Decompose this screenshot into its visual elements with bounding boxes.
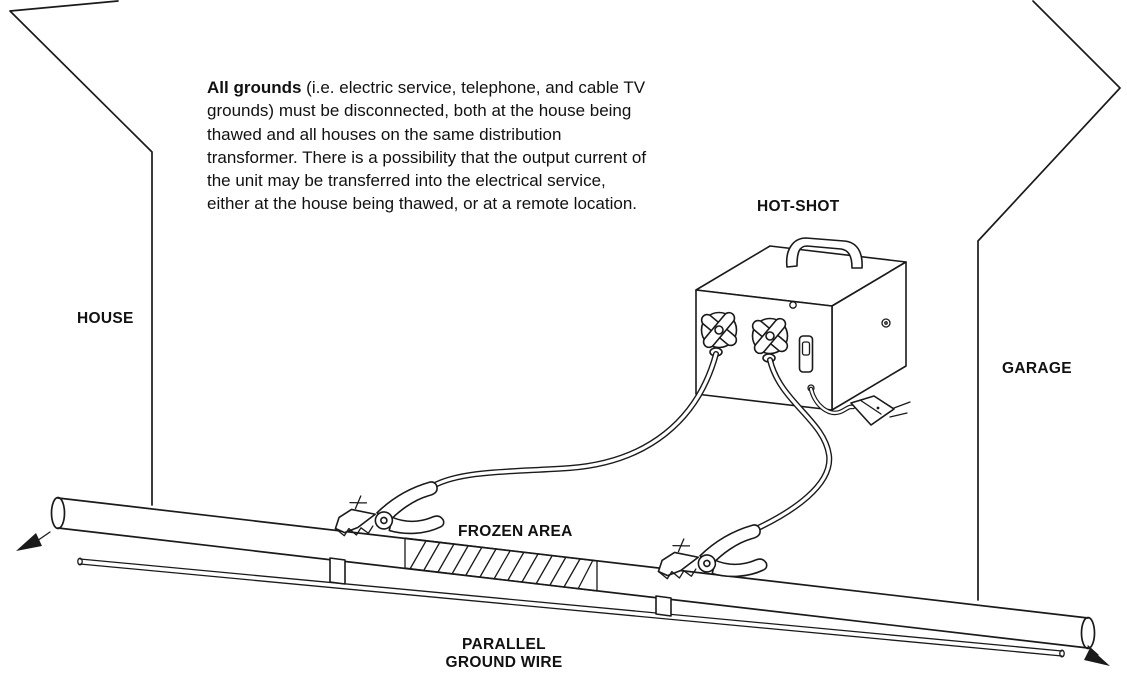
output-knob-right	[751, 317, 789, 355]
water-pipe	[50, 496, 1096, 650]
pilot-light	[789, 301, 797, 309]
ground-wire-clip-right	[655, 595, 672, 617]
unit-carry-handle	[785, 237, 863, 269]
garage-label: GARAGE	[1002, 360, 1072, 377]
garage-wall-lines	[977, 0, 1121, 601]
parallel-ground-wire-label: PARALLEL GROUND WIRE	[445, 636, 563, 671]
thaw-cable-right	[753, 357, 833, 532]
parallel-ground-wire	[77, 557, 1065, 658]
output-knob-left	[700, 311, 738, 349]
thaw-cable-left	[430, 351, 719, 489]
grounds-warning-body: (i.e. electric service, telephone, and c…	[207, 78, 647, 214]
grounds-warning-lead: All grounds	[207, 78, 302, 97]
frozen-area-label: FROZEN AREA	[458, 523, 573, 540]
grounds-warning-text: All grounds (i.e. electric service, tele…	[207, 76, 647, 216]
house-wall-lines	[9, 0, 153, 506]
ground-wire-clip-left	[329, 557, 346, 585]
flow-arrow-left	[16, 531, 51, 551]
pipe-end-right	[1080, 616, 1096, 650]
plug-prongs	[889, 401, 911, 418]
pipe-clamp-right	[651, 521, 771, 596]
pipe-end-left	[50, 496, 66, 530]
power-plug	[850, 395, 911, 426]
side-vent-circle	[881, 318, 891, 328]
power-cord	[808, 386, 856, 416]
hot-shot-label: HOT-SHOT	[757, 198, 840, 215]
flow-arrow-right	[1084, 645, 1110, 666]
power-switch-rocker	[801, 341, 811, 356]
frozen-area-hatch	[404, 537, 598, 592]
house-label: HOUSE	[77, 310, 134, 327]
